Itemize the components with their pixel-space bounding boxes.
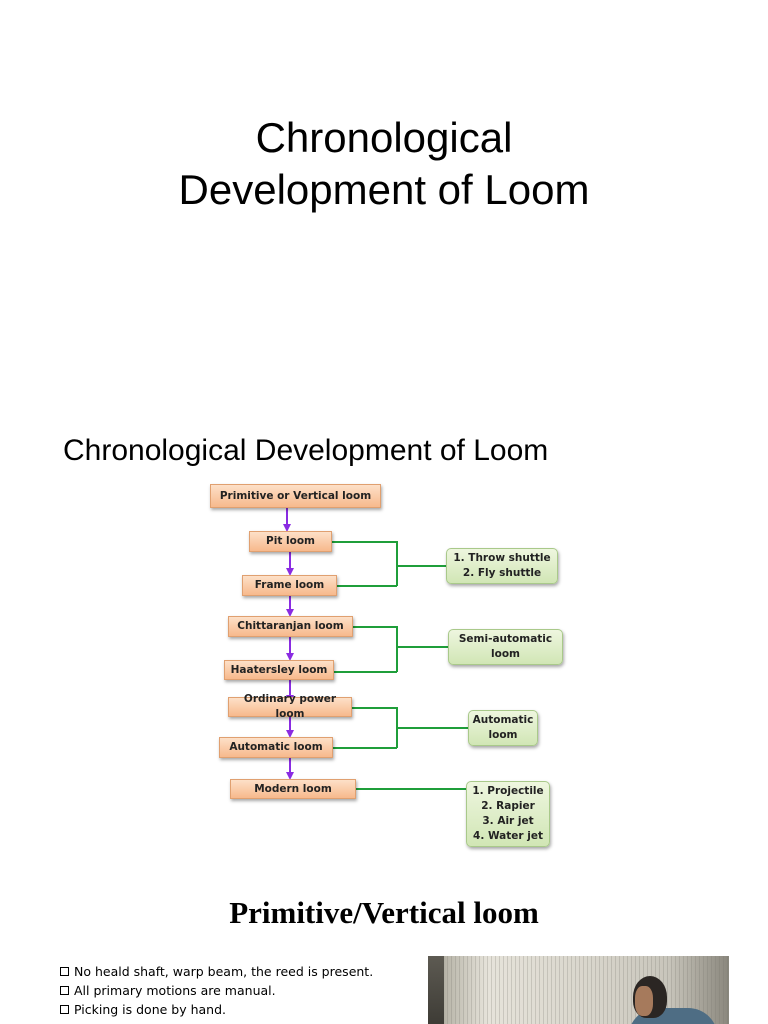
group-shuttle-types: 1. Throw shuttle 2. Fly shuttle bbox=[446, 548, 558, 584]
group-automatic: Automatic loom bbox=[468, 710, 538, 746]
section-title: Chronological Development of Loom bbox=[63, 434, 549, 467]
connector-group-2 bbox=[334, 626, 448, 673]
stage-haatersley-loom: Haatersley loom bbox=[224, 660, 334, 680]
slide-title-line-1: Chronological bbox=[255, 114, 513, 161]
primitive-bullet-list: No heald shaft, warp beam, the reed is p… bbox=[60, 962, 420, 1019]
bullet-text: No heald shaft, warp beam, the reed is p… bbox=[74, 964, 374, 979]
group-3-line-1: Automatic bbox=[472, 714, 534, 726]
primitive-heading: Primitive/Vertical loom bbox=[229, 895, 539, 930]
stage-automatic-loom: Automatic loom bbox=[219, 737, 333, 758]
group-3-line-2: loom bbox=[488, 729, 518, 741]
group-1-line-2: 2. Fly shuttle bbox=[462, 567, 542, 579]
connector-group-1 bbox=[332, 541, 446, 587]
group-2-line-2: loom bbox=[491, 648, 520, 660]
group-4-line-4: 4. Water jet bbox=[473, 830, 543, 842]
group-semi-automatic: Semi-automatic loom bbox=[448, 629, 563, 665]
bullet-text: Picking is done by hand. bbox=[74, 1002, 226, 1017]
group-4-line-1: 1. Projectile bbox=[472, 785, 544, 797]
stage-modern-loom: Modern loom bbox=[230, 779, 356, 799]
group-4-line-3: 3. Air jet bbox=[482, 815, 534, 827]
stage-chittaranjan-loom: Chittaranjan loom bbox=[228, 616, 353, 637]
group-2-line-1: Semi-automatic bbox=[458, 633, 553, 645]
group-1-line-1: 1. Throw shuttle bbox=[453, 552, 551, 564]
slide-title-line-2: Development of Loom bbox=[178, 166, 590, 213]
slide-title: Chronological Development of Loom bbox=[0, 112, 768, 216]
stage-frame-loom: Frame loom bbox=[242, 575, 337, 596]
loom-flowchart: Primitive or Vertical loom Pit loom Fram… bbox=[0, 470, 768, 860]
stage-ordinary-power-loom: Ordinary power loom bbox=[228, 693, 352, 720]
connector-group-3 bbox=[333, 707, 468, 749]
stage-pit-loom: Pit loom bbox=[249, 531, 332, 552]
checkbox-icon bbox=[60, 986, 69, 995]
group-4-line-2: 2. Rapier bbox=[481, 800, 535, 812]
bullet-item: All primary motions are manual. bbox=[60, 981, 420, 1000]
group-modern-types: 1. Projectile 2. Rapier 3. Air jet 4. Wa… bbox=[466, 781, 550, 847]
bullet-item: Picking is done by hand. bbox=[60, 1000, 420, 1019]
stage-primitive-vertical-loom: Primitive or Vertical loom bbox=[210, 484, 381, 508]
bullet-item: No heald shaft, warp beam, the reed is p… bbox=[60, 962, 420, 981]
bullet-text: All primary motions are manual. bbox=[74, 983, 276, 998]
vertical-loom-photo bbox=[428, 956, 729, 1024]
checkbox-icon bbox=[60, 967, 69, 976]
flowchart-connectors bbox=[283, 508, 468, 790]
checkbox-icon bbox=[60, 1005, 69, 1014]
